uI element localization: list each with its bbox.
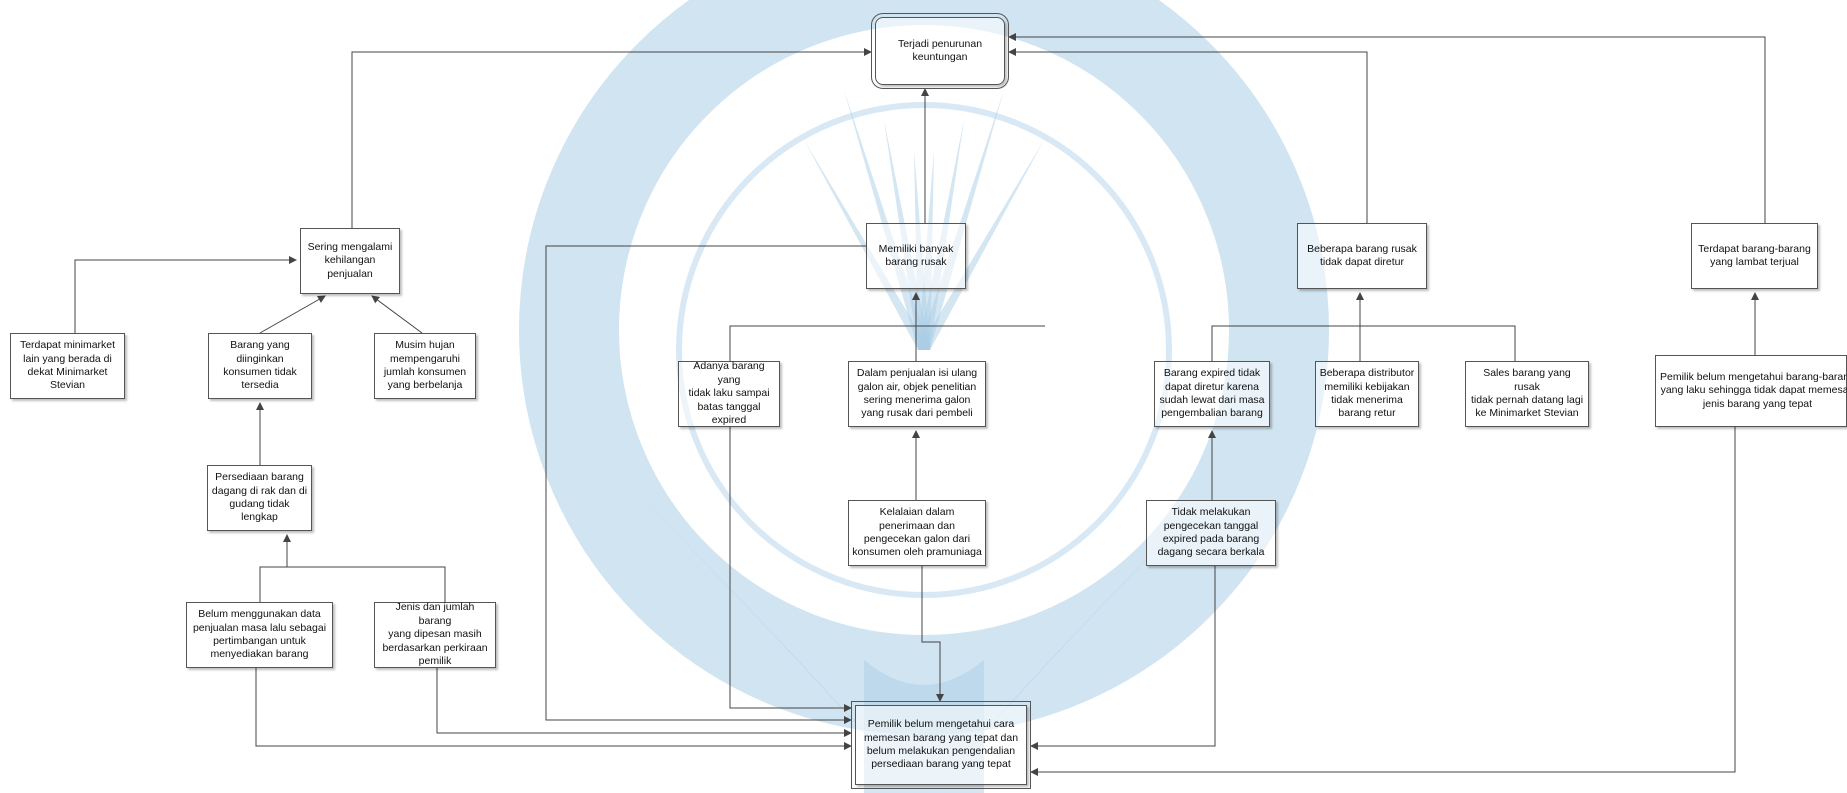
node-gallon-refill: Dalam penjualan isi ulang galon air, obj…: [848, 361, 986, 427]
connector-arrow: [729, 427, 852, 712]
connector-arrow: [255, 668, 852, 750]
connector-arrow: [1211, 325, 1516, 361]
node-expired-no-return: Barang expired tidak dapat diretur karen…: [1154, 361, 1270, 427]
node-gallon-negligence: Kelalaian dalam penerimaan dan pengeceka…: [848, 500, 986, 566]
connector-arrow: [1008, 33, 1766, 223]
node-owner-unaware-fast: Pemilik belum mengetahui barang-barang y…: [1655, 355, 1847, 427]
node-unsold-expired: Adanya barang yang tidak laku sampai bat…: [678, 360, 780, 427]
connector-arrow: [545, 245, 866, 724]
node-owner-no-control: Pemilik belum mengetahui cara memesan ba…: [851, 701, 1031, 789]
connector-arrow: [729, 325, 1045, 361]
node-goods-unavailable: Barang yang diinginkan konsumen tidak te…: [208, 333, 312, 399]
connector-arrow: [1030, 566, 1216, 750]
connector-arrow: [351, 48, 872, 228]
node-lost-sales: Sering mengalami kehilangan penjualan: [300, 228, 400, 294]
node-competitor: Terdapat minimarket lain yang berada di …: [10, 333, 125, 399]
connector-arrow: [1030, 427, 1736, 776]
connector-arrow: [259, 295, 326, 334]
node-stock-incomplete: Persediaan barang dagang di rak dan di g…: [207, 465, 312, 531]
connector-arrow: [436, 668, 852, 737]
connector-arrow: [74, 256, 297, 333]
connector-arrow: [259, 566, 446, 602]
node-slow-moving: Terdapat barang-barang yang lambat terju…: [1691, 223, 1818, 289]
node-no-past-data: Belum menggunakan data penjualan masa la…: [186, 602, 333, 668]
node-many-damaged: Memiliki banyak barang rusak: [866, 223, 966, 289]
node-rainy-season: Musim hujan mempengaruhi jumlah konsumen…: [374, 333, 476, 399]
node-profit-decline: Terjadi penurunan keuntungan: [871, 13, 1009, 89]
node-no-expiry-check: Tidak melakukan pengecekan tanggal expir…: [1146, 500, 1276, 566]
node-no-return: Beberapa barang rusak tidak dapat diretu…: [1297, 223, 1427, 289]
connector-arrow: [1008, 48, 1368, 223]
node-sales-not-return: Sales barang yang rusak tidak pernah dat…: [1465, 361, 1589, 427]
connector-arrow: [371, 295, 423, 334]
node-distributor-policy: Beberapa distributor memiliki kebijakan …: [1315, 361, 1419, 427]
connector-arrow: [921, 566, 944, 702]
node-order-by-estimate: Jenis dan jumlah barang yang dipesan mas…: [374, 601, 496, 668]
